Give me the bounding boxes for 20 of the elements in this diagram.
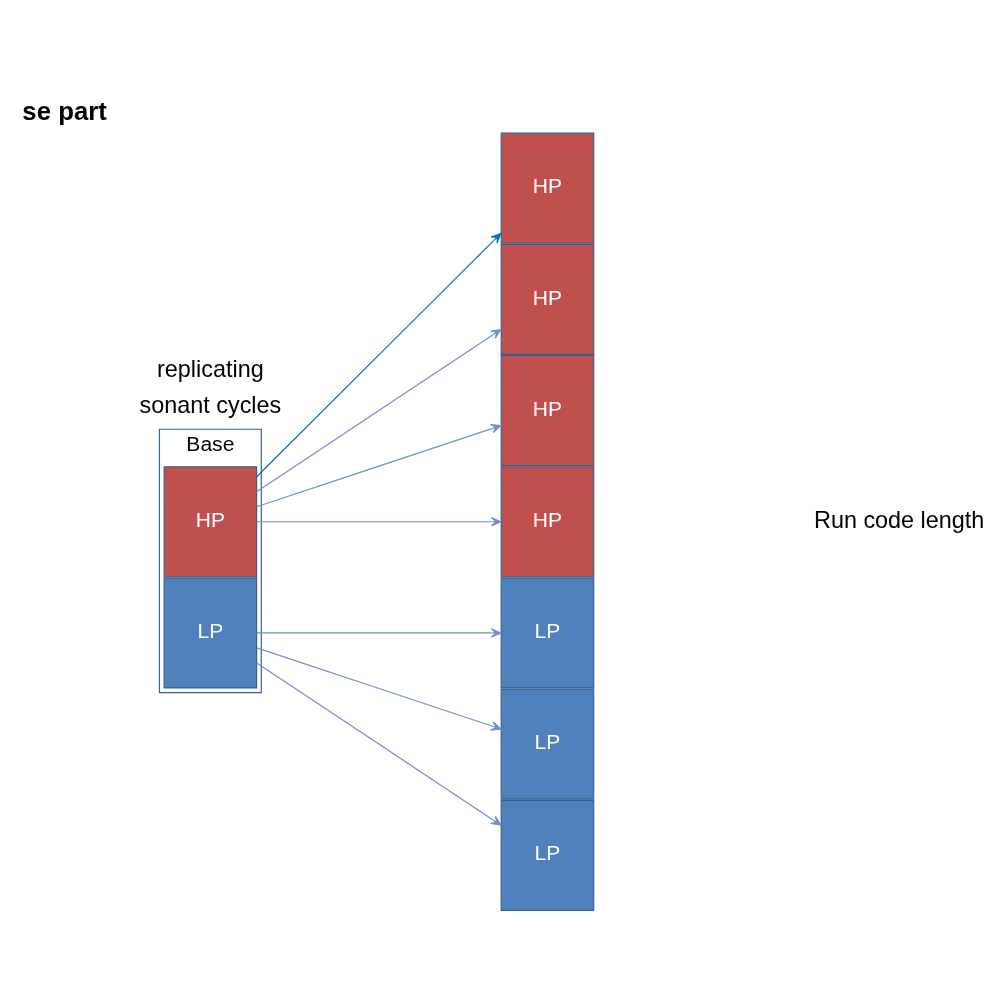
- arrow: [256, 627, 502, 638]
- label: sonant cycles: [139, 391, 282, 418]
- diagram-title: se part: [22, 96, 107, 125]
- node-box: HP: [500, 354, 595, 466]
- node-box: LP: [163, 576, 258, 688]
- arrow: [256, 516, 502, 527]
- node-box: LP: [500, 576, 595, 688]
- node-box: LP: [500, 688, 595, 800]
- arrow: [256, 232, 502, 477]
- node-box: HP: [500, 465, 595, 577]
- arrow: [256, 423, 502, 507]
- node-box: HP: [163, 465, 258, 577]
- arrow: [256, 661, 502, 826]
- label: Run code length: [814, 506, 985, 533]
- node-box: LP: [500, 799, 595, 911]
- arrow: [256, 646, 502, 731]
- label: replicating: [157, 355, 264, 382]
- arrow: [256, 328, 502, 492]
- node-box: HP: [500, 243, 595, 355]
- node-box: HP: [500, 132, 595, 244]
